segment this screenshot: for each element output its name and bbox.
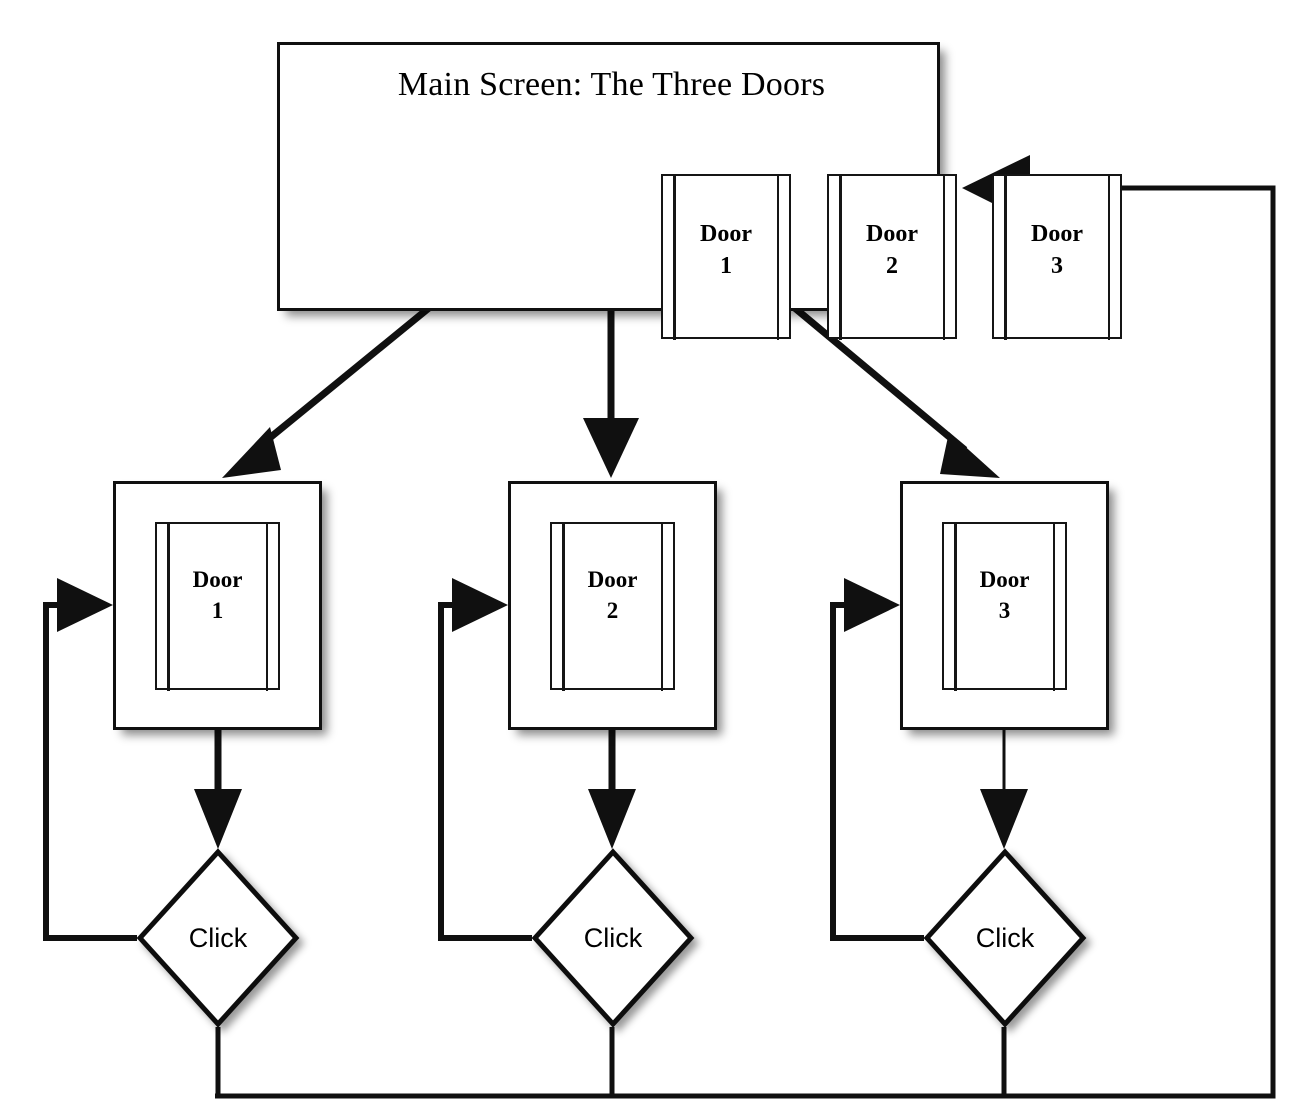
main-screen-door-2[interactable]: Door 2 <box>827 173 957 340</box>
door-graphic-1: Door 1 <box>155 521 280 691</box>
door-graphic-3: Door 3 <box>942 521 1067 691</box>
edge-main-door1-to-screen1 <box>222 291 449 478</box>
door-jamb-left-icon <box>562 521 565 691</box>
click-label: Click <box>188 922 248 953</box>
door-label: Door 1 <box>700 221 752 279</box>
door-jamb-right-icon <box>776 173 779 340</box>
door-screen-node-2[interactable]: Door 2 <box>508 481 717 730</box>
click-decision-node-3[interactable]: Click <box>923 848 1087 1028</box>
edge-screen3-to-click3 <box>980 730 1028 849</box>
main-screen-door-1[interactable]: Door 1 <box>661 173 791 340</box>
edge-main-door2-to-screen2 <box>583 294 639 478</box>
door-jamb-left-icon <box>839 173 842 340</box>
edge-main-door3-to-screen3 <box>775 291 1000 478</box>
page-title: Main Screen: The Three Doors <box>397 66 826 103</box>
edge-click1-loop-to-screen1 <box>43 578 137 941</box>
door-jamb-right-icon <box>265 521 268 691</box>
door-jamb-left-icon <box>673 173 676 340</box>
door-label: Door 3 <box>1031 221 1083 279</box>
door-jamb-right-icon <box>942 173 945 340</box>
door-label: Door 2 <box>866 221 918 279</box>
edge-screen2-to-click2 <box>588 730 636 849</box>
main-screen-node[interactable]: Main Screen: The Three Doors Door 1 Door… <box>277 42 1122 340</box>
door-label: Door 1 <box>192 567 243 623</box>
click-label: Click <box>583 922 643 953</box>
door-jamb-right-icon <box>1052 521 1055 691</box>
click-label: Click <box>975 922 1035 953</box>
edge-click2-loop-to-screen2 <box>438 578 532 941</box>
door-jamb-left-icon <box>954 521 957 691</box>
door-jamb-right-icon <box>1107 173 1110 340</box>
door-screen-node-3[interactable]: Door 3 <box>900 481 1109 730</box>
main-screen-door-3[interactable]: Door 3 <box>992 173 1122 340</box>
click-decision-node-1[interactable]: Click <box>136 848 300 1028</box>
door-label: Door 2 <box>587 567 638 623</box>
door-graphic-2: Door 2 <box>550 521 675 691</box>
edge-screen1-to-click1 <box>194 730 242 849</box>
door-jamb-right-icon <box>660 521 663 691</box>
click-decision-node-2[interactable]: Click <box>531 848 695 1028</box>
edge-click3-loop-to-screen3 <box>830 578 924 941</box>
door-label: Door 3 <box>979 567 1030 623</box>
door-jamb-left-icon <box>167 521 170 691</box>
door-jamb-left-icon <box>1004 173 1007 340</box>
door-screen-node-1[interactable]: Door 1 <box>113 481 322 730</box>
